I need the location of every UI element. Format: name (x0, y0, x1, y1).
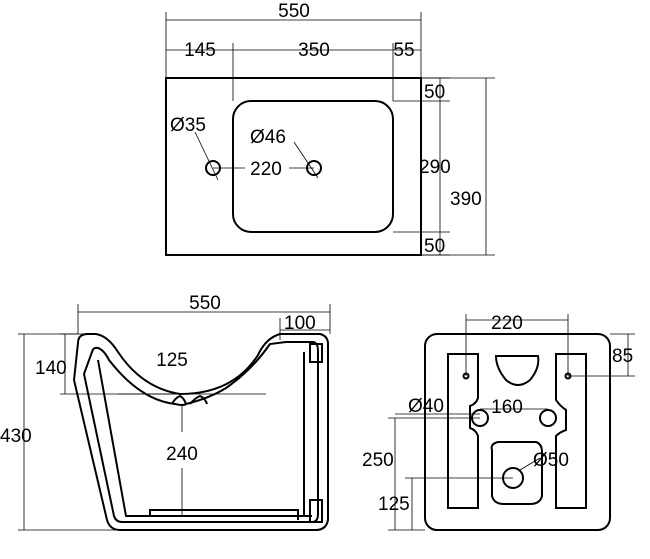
dim-label: 430 (0, 426, 32, 447)
dim-label: 55 (393, 40, 414, 61)
dim-total-depth: 390 (421, 77, 495, 256)
dim-outlet-height: 125 (378, 477, 513, 530)
dim-inlet: Ø40 (395, 396, 480, 417)
dim-label: 290 (419, 157, 451, 178)
dim-label: 550 (278, 1, 310, 22)
dim-label: 220 (491, 313, 523, 334)
inlet-right (539, 409, 557, 427)
dim-label: 125 (156, 350, 188, 371)
back-panel-right (555, 353, 587, 509)
dim-label: 100 (284, 313, 316, 334)
side-view: 550 100 140 125 430 (0, 293, 331, 531)
dim-label: Ø40 (408, 396, 444, 417)
side-body-outline (72, 333, 329, 531)
top-view: 550 145 350 55 Ø35 Ø46 220 (165, 1, 495, 257)
back-trap (494, 355, 540, 386)
dim-waste-hole: Ø46 (250, 127, 319, 179)
dim-label: 50 (424, 236, 445, 257)
dim-label: Ø35 (170, 115, 206, 136)
dim-fixing-height: 85 (568, 333, 635, 377)
dim-side-rear: 100 (279, 313, 330, 340)
dim-label: 85 (612, 346, 633, 367)
side-waste (171, 394, 187, 405)
side-body-inner (82, 341, 319, 523)
dim-side-height: 430 (0, 333, 120, 531)
side-cavity-left (97, 359, 312, 517)
back-view-outline (424, 333, 611, 531)
dim-outlet: Ø50 (519, 450, 569, 471)
dim-inlet-spacing: 160 (480, 397, 548, 418)
dim-label: 140 (35, 358, 67, 379)
side-overflow (189, 394, 208, 405)
dim-top-width: 550 (165, 1, 422, 78)
dim-fixing-spacing: 220 (465, 313, 569, 376)
dim-label: 160 (491, 397, 523, 418)
dim-label: 145 (184, 40, 216, 61)
dim-label: 550 (189, 293, 221, 314)
basin-bowl (232, 100, 394, 233)
dim-label: Ø46 (250, 127, 286, 148)
back-outlet-box (490, 441, 543, 505)
dim-label: 50 (424, 82, 445, 103)
side-rear-block (309, 343, 323, 363)
dim-label: 390 (450, 189, 482, 210)
dim-inlet-height: 250 (362, 417, 480, 531)
dim-label: 125 (378, 494, 410, 515)
side-foot-block (309, 499, 323, 523)
dim-hole-spacing: 220 (213, 159, 314, 180)
dim-label: 240 (166, 444, 198, 465)
back-panel-left (447, 353, 479, 509)
dim-label: Ø50 (533, 450, 569, 471)
dim-side-length: 550 (77, 293, 331, 334)
dim-tap-hole: Ø35 (170, 115, 219, 181)
side-base-slot (149, 509, 299, 520)
dim-label: 350 (298, 40, 330, 61)
dim-label: 250 (362, 450, 394, 471)
dim-top-depths: 50 290 50 (393, 77, 451, 257)
top-view-outline (165, 77, 422, 256)
dim-label: 220 (250, 159, 282, 180)
dim-inner-height: 240 (166, 404, 198, 516)
back-view: 220 85 Ø40 160 250 Ø50 (362, 313, 635, 531)
dim-top-segments: 145 350 55 (166, 40, 421, 101)
dim-bowl-bottom: 125 (118, 350, 266, 395)
